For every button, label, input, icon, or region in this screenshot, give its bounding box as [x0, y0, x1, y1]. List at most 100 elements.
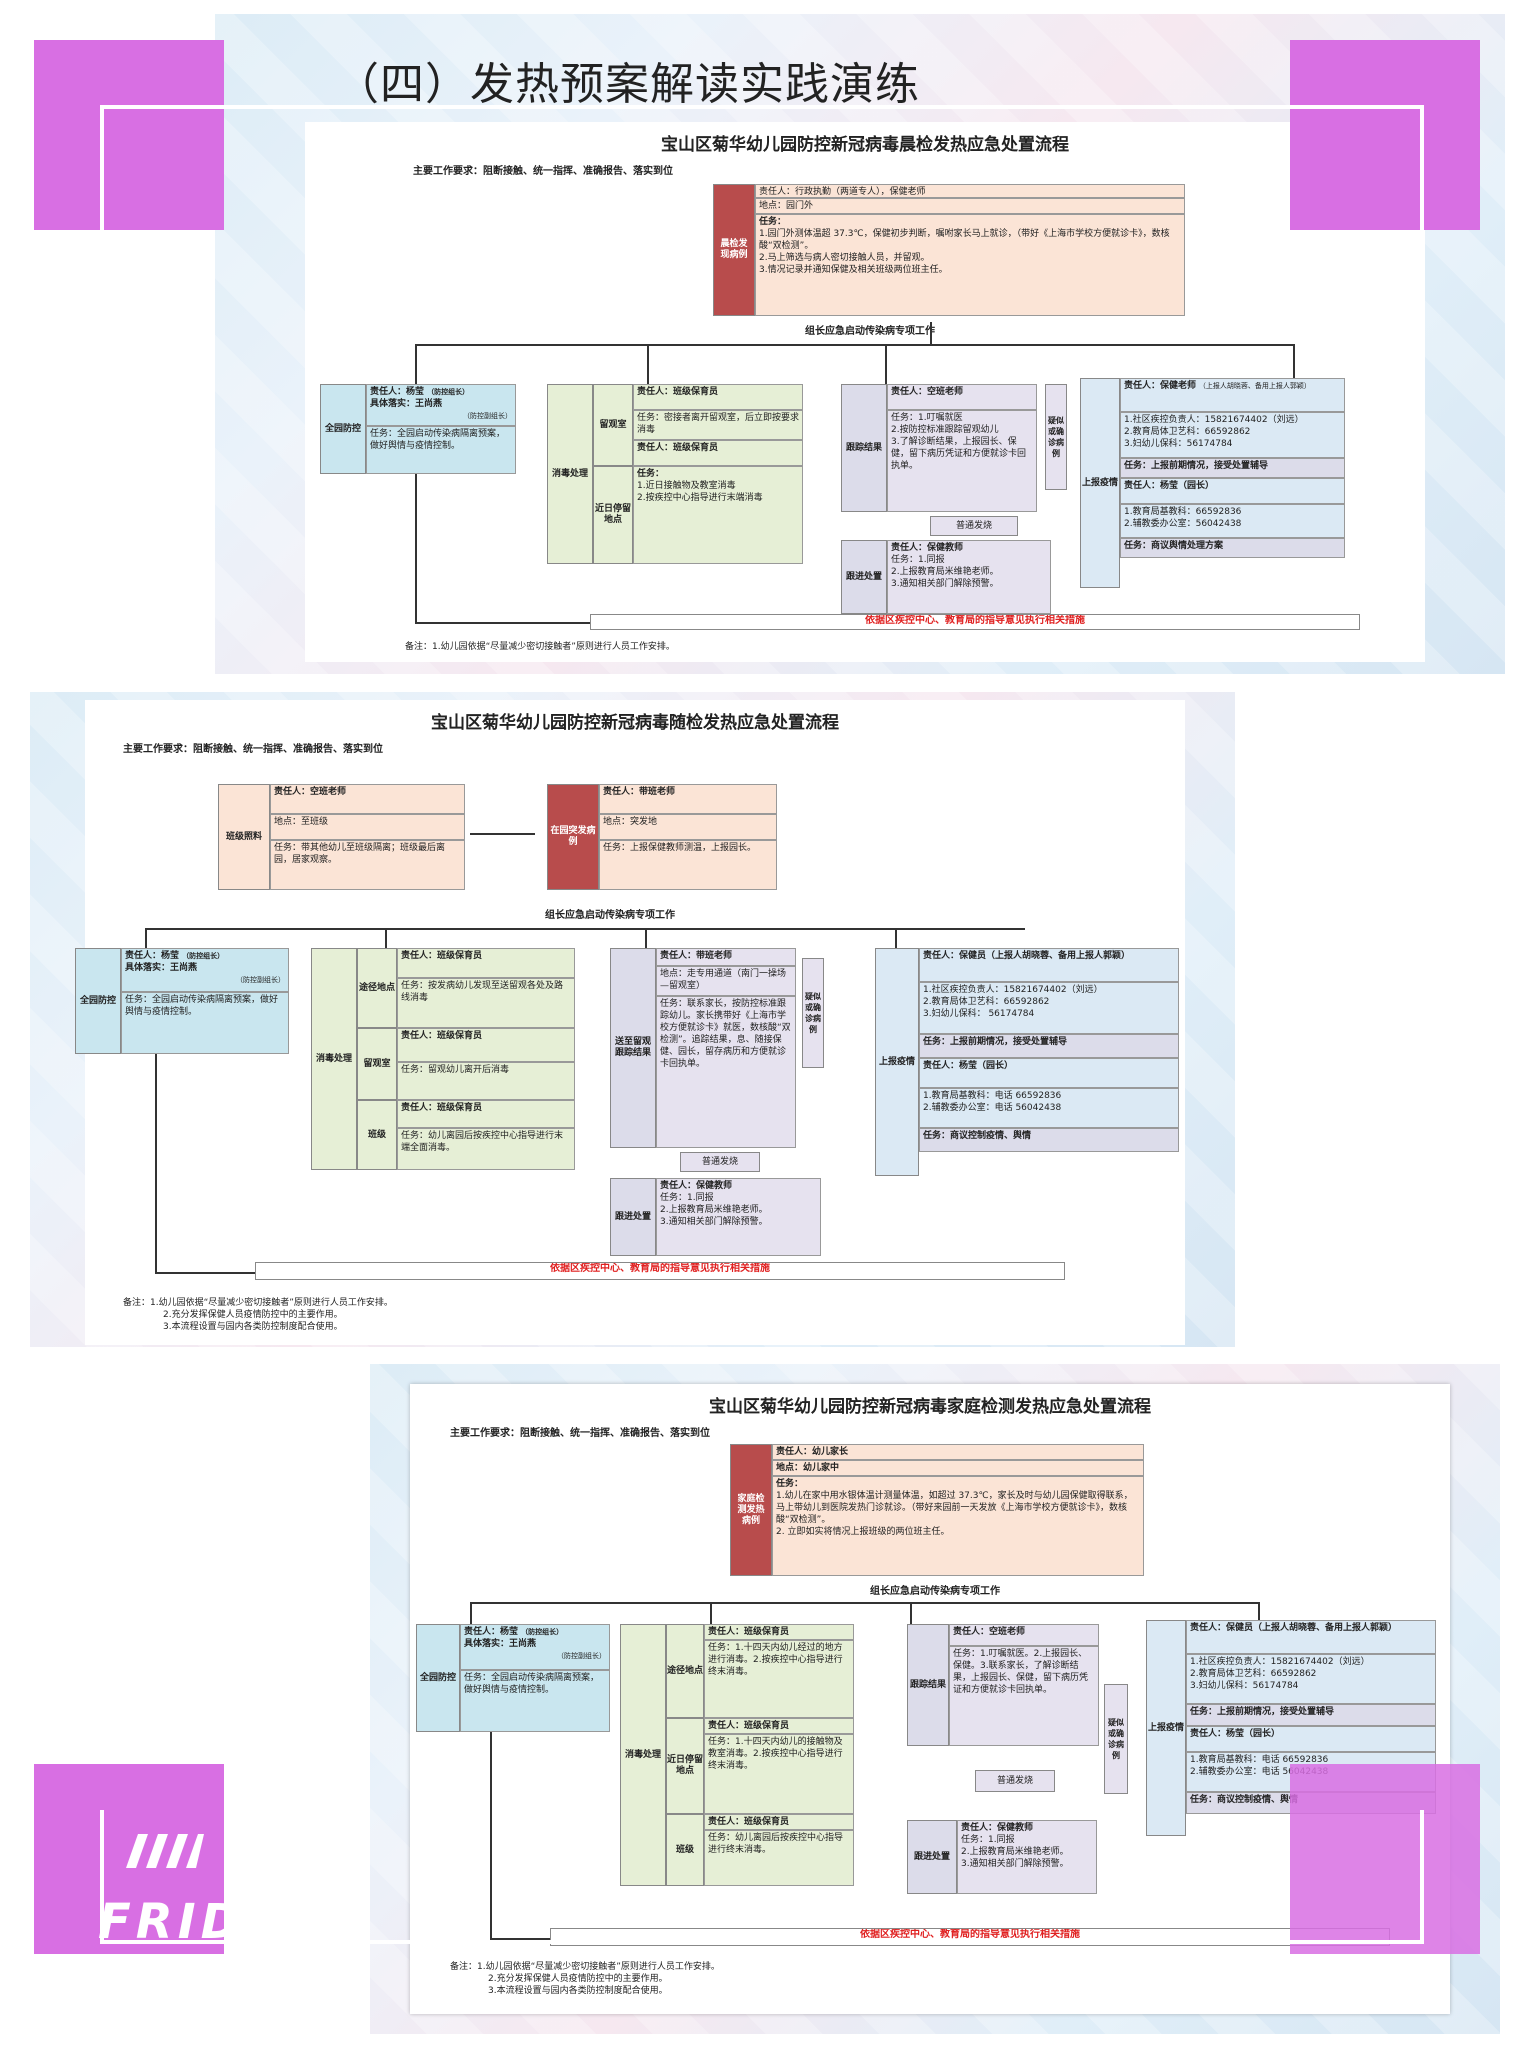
global-title: 全园防控 [416, 1624, 460, 1732]
logo-text-fade: AY [245, 1894, 322, 1950]
recent-task: 任务： 1.近日接触物及教室消毒 2.按疾控中心指导进行末端消毒 [633, 466, 803, 564]
report-phones: 1.社区疾控负责人：15821674402（刘远） 2.教育局体卫艺科：6659… [1186, 1654, 1436, 1704]
decor-frame-right-top [1420, 105, 1424, 235]
global-impl-note: （防控副组长） [463, 412, 512, 420]
suspect-label: 疑似或确诊病例 [1045, 384, 1067, 490]
track-place: 地点：走专用通道（南门一操场—留观室） [656, 966, 796, 996]
connector [415, 344, 417, 384]
fuyou-phone: 3.妇幼儿保科：56174784 [1124, 439, 1233, 449]
connector [1293, 344, 1295, 384]
followup-line-box: 依据区疾控中心、教育局的指导意见执行相关措施 [255, 1262, 1065, 1280]
edu-phone: 2.教育局体卫艺科：66592862 [923, 997, 1050, 1007]
decor-square-bottom-right [1290, 1764, 1480, 1954]
note-1: 备注：1.幼儿园依据“尽量减少密切接触者”原则进行人员工作安排。 [405, 642, 675, 652]
global-task: 任务：全园启动传染病隔离预案，做好舆情与疫情控制。 [121, 992, 289, 1054]
follow-task-3: 3.通知相关部门解除预警。 [891, 579, 999, 589]
task-report: 任务：上报前期情况，接受处置辅导 [1186, 1704, 1436, 1726]
note-1: 备注：1.幼儿园依据“尽量减少密切接触者”原则进行人员工作安排。 [450, 1962, 720, 1972]
note-3: 3.本流程设置与园内各类防控制度配合使用。 [163, 1322, 343, 1332]
track-task-2: 2.按防控标准跟踪留观幼儿 [891, 425, 999, 435]
connector [910, 1602, 912, 1624]
edu-base: 1.教育局基教科：电话 66592836 [923, 1091, 1062, 1101]
global-person-name: 责任人：杨莹 [125, 951, 180, 961]
work-requirement: 主要工作要求：阻断接触、统一指挥、准确报告、落实到位 [123, 744, 383, 755]
follow-box: 责任人：保健教师 任务：1.同报 2.上报教育局米维艳老师。 3.通知相关部门解… [887, 540, 1051, 614]
case-label: 在园突发病例 [547, 784, 599, 890]
flowchart-title: 宝山区菊华幼儿园防控新冠病毒家庭检测发热应急处置流程 [709, 1397, 1151, 1417]
report-label: 上报疫情 [1080, 378, 1120, 588]
global-impl: 具体落实：王尚燕 [370, 399, 443, 409]
emergency-team-label: 组长应急启动传染病专项工作 [805, 326, 935, 337]
slide-heading: （四）发热预案解读实践演练 [335, 59, 920, 110]
cdc-phone: 1.社区疾控负责人：15821674402（刘远） [1124, 415, 1304, 425]
connector [145, 928, 147, 948]
top-person: 责任人：幼儿家长 [772, 1444, 1144, 1460]
follow-person: 责任人：保健教师 [891, 543, 964, 553]
path-task: 任务：1.十四天内幼儿经过的地方进行消毒。2.按疾控中心指导进行终末消毒。 [704, 1640, 854, 1718]
flowchart-title: 宝山区菊华幼儿园防控新冠病毒晨检发热应急处置流程 [661, 135, 1069, 155]
report-person-note: （上报人胡晓蓉、备用上报人郭颖） [1198, 382, 1311, 390]
followup-line-box: 依据区疾控中心、教育局的指导意见执行相关措施 [590, 614, 1360, 630]
track-task-3: 3.了解诊断结果，上报园长、保健，留下病历凭证和方便就诊卡回执单。 [891, 437, 1027, 471]
connector [155, 1272, 255, 1274]
connector [415, 344, 1295, 346]
cls-task: 任务：幼儿离园后按疾控中心指导进行末端全面消毒。 [397, 1128, 575, 1170]
disinfect-title: 消毒处理 [620, 1624, 666, 1886]
top-task-2: 2.马上筛选与病人密切接触人员，并留观。 [759, 253, 930, 263]
follow-task-2: 2.上报教育局米维艳老师。 [961, 1847, 1069, 1857]
followup-line: 依据区疾控中心、教育局的指导意见执行相关措施 [550, 1263, 770, 1274]
global-impl: 具体落实：王尚燕 [464, 1639, 537, 1649]
top-task: 任务： 1.幼儿在家中用水银体温计测量体温，如超过 37.3℃，家长及时与幼儿园… [772, 1476, 1144, 1576]
global-task: 任务：全园启动传染病隔离预案，做好舆情与疫情控制。 [366, 426, 516, 474]
top-task-1: 1.园门外测体温超 37.3℃，保健初步判断，嘱咐家长马上就诊，（带好《上海市学… [759, 229, 1170, 251]
case-person: 责任人：带班老师 [599, 784, 777, 814]
send-to-label: 普通发烧 [930, 516, 1018, 536]
report-person: 责任人：保健员（上报人胡晓蓉、备用上报人郭颖） [1186, 1620, 1436, 1654]
global-person-note: （防控组长） [427, 388, 470, 396]
note-2: 2.充分发挥保健人员疫情防控中的主要作用。 [488, 1974, 668, 1984]
office-phone: 2.辅教委办公室：电话 56042438 [1190, 1767, 1329, 1777]
office-phone: 2.辅教委办公室：56042438 [1124, 519, 1242, 529]
work-requirement: 主要工作要求：阻断接触、统一指挥、准确报告、落实到位 [450, 1428, 710, 1439]
connector [470, 1602, 472, 1624]
report-person: 责任人：保健老师 （上报人胡晓蓉、备用上报人郭颖） [1120, 378, 1345, 412]
decor-frame-left-top [100, 105, 104, 235]
note-1: 备注：1.幼儿园依据“尽量减少密切接触者”原则进行人员工作安排。 [123, 1298, 393, 1308]
task-public: 任务：商议控制疫情、舆情 [919, 1128, 1179, 1152]
disinfect-title: 消毒处理 [311, 948, 357, 1170]
edu-contacts: 1.教育局基教科：66592836 2.辅教委办公室：56042438 [1120, 504, 1345, 538]
follow-title: 跟进处置 [610, 1178, 656, 1256]
follow-task-2: 2.上报教育局米维艳老师。 [891, 567, 999, 577]
work-requirement: 主要工作要求：阻断接触、统一指挥、准确报告、落实到位 [413, 166, 673, 177]
emergency-team-label: 组长应急启动传染病专项工作 [870, 1586, 1000, 1597]
global-task: 任务：全园启动传染病隔离预案，做好舆情与疫情控制。 [460, 1670, 610, 1732]
decor-frame-top-line [100, 105, 1424, 1943]
connector [930, 322, 932, 346]
class-place: 地点：至班级 [270, 814, 465, 840]
edu-base: 1.教育局基教科：66592836 [1124, 507, 1242, 517]
global-person-name: 责任人：杨莹 [370, 387, 425, 397]
follow-person: 责任人：保健教师 [660, 1181, 733, 1191]
follow-task-3: 3.通知相关部门解除预警。 [961, 1859, 1069, 1869]
connector [885, 344, 887, 384]
send-to-label: 普通发烧 [975, 1770, 1055, 1792]
global-person: 责任人：杨莹 （防控组长） 具体落实：王尚燕 （防控副组长） [121, 948, 289, 992]
decor-square-top-right [1290, 40, 1480, 230]
note-2: 2.充分发挥保健人员疫情防控中的主要作用。 [163, 1310, 343, 1320]
followup-line: 依据区疾控中心、教育局的指导意见执行相关措施 [860, 1929, 1080, 1940]
track-task: 任务：1.叮嘱就医 2.按防控标准跟踪留观幼儿 3.了解诊断结果，上报园长、保健… [887, 410, 1037, 512]
recent-person: 责任人：班级保育员 [704, 1718, 854, 1734]
track-task: 任务：1.叮嘱就医。2.上报园长、保健。3.联系家长，了解诊断结果，上报园长、保… [949, 1646, 1099, 1746]
room-person: 责任人：班级保育员 [633, 384, 803, 410]
room-label: 留观室 [357, 1028, 397, 1100]
cls-task: 任务：幼儿离园后按疾控中心指导进行终末消毒。 [704, 1830, 854, 1886]
cls-label: 班级 [666, 1814, 704, 1886]
global-person: 责任人：杨莹 （防控组长） 具体落实：王尚燕 （防控副组长） [460, 1624, 610, 1670]
path-label: 途径地点 [357, 948, 397, 1028]
global-impl-note: （防控副组长） [557, 1652, 606, 1660]
track-label: 送至留观跟踪结果 [610, 948, 656, 1148]
connector [415, 622, 590, 624]
followup-line: 依据区疾控中心、教育局的指导意见执行相关措施 [865, 615, 1085, 626]
room-label: 留观室 [593, 384, 633, 466]
report-phones: 1.社区疾控负责人：15821674402（刘远） 2.教育局体卫艺科：6659… [1120, 412, 1345, 458]
